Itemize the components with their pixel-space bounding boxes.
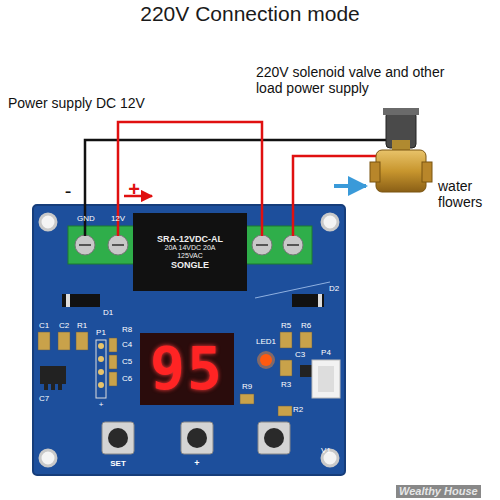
annotation-label: water flowers (438, 178, 494, 210)
polarity-sign: + (128, 178, 140, 201)
push-button (102, 422, 290, 454)
relay-body (133, 213, 247, 291)
seven-segment-display: 95 (140, 333, 234, 405)
diagram-title: 220V Connection mode (140, 2, 360, 26)
silkscreen-label: V1 (321, 446, 331, 455)
silkscreen-label: R8 (122, 325, 132, 334)
annotation-label: 220V solenoid valve and other load power… (256, 64, 471, 96)
red-wire (293, 156, 378, 236)
relay-rating: 20A 14VDC 20A 125VAC (155, 244, 225, 260)
silkscreen-label: D2 (329, 284, 339, 293)
sensor-connector (312, 360, 340, 398)
silkscreen-label: + (99, 400, 104, 409)
solenoid-valve (370, 108, 432, 192)
header-pins (96, 340, 106, 398)
silkscreen-label: C7 (39, 394, 49, 403)
silkscreen-label: + (194, 458, 199, 468)
silkscreen-label: SET (110, 459, 126, 468)
silkscreen-label: C6 (122, 374, 132, 383)
relay-brand: SONGLE (171, 260, 209, 270)
silkscreen-label: C4 (122, 340, 132, 349)
silkscreen-label: 12V (111, 214, 125, 223)
silkscreen-label: R3 (281, 380, 291, 389)
silkscreen-label: R9 (242, 382, 252, 391)
silkscreen-label: P4 (321, 348, 331, 357)
silkscreen-label: C3 (295, 350, 305, 359)
polarity-sign: - (65, 180, 72, 203)
led (257, 351, 275, 369)
silkscreen-label: P1 (96, 328, 106, 337)
mounting-holes (40, 214, 338, 466)
silkscreen-label: R6 (301, 321, 311, 330)
relay: SRA-12VDC-AL20A 14VDC 20A 125VACSONGLE (135, 215, 245, 289)
relay-model: SRA-12VDC-AL (157, 234, 223, 244)
silkscreen-label: C2 (59, 321, 69, 330)
display-reading: 95 (150, 340, 224, 398)
silkscreen-label: D1 (103, 308, 113, 317)
annotation-label: Power supply DC 12V (8, 95, 145, 111)
watermark: Wealthy House (396, 485, 481, 498)
silkscreen-label: R2 (293, 405, 303, 414)
flow-arrow (334, 184, 366, 188)
silkscreen-label: LED1 (256, 337, 276, 346)
silkscreen-label: R5 (281, 321, 291, 330)
diode (62, 294, 324, 307)
pcb-board (33, 205, 345, 475)
silkscreen-label: R1 (77, 321, 87, 330)
silkscreen-label: GND (77, 214, 95, 223)
smd-parts (38, 332, 312, 416)
silkscreen-trace (255, 282, 330, 298)
silkscreen-label: C5 (122, 357, 132, 366)
silkscreen-label: C1 (39, 321, 49, 330)
